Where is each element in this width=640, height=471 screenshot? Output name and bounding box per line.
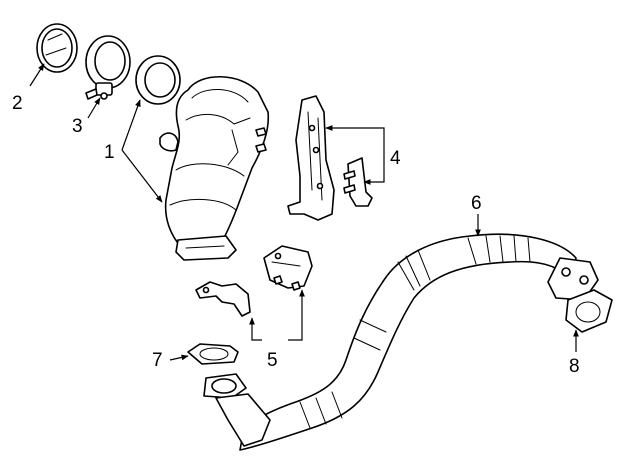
part-4-brackets [287,95,373,221]
callout-2: 2 [12,93,23,114]
part-3-clamp [85,35,131,100]
callout-5: 5 [267,350,278,371]
part-6-exhaust-pipe [203,233,599,451]
part-5-brackets [195,245,313,317]
callout-4: 4 [390,148,401,169]
callout-1: 1 [104,142,115,163]
part-8-gasket [565,289,613,333]
part-2-gasket-ring [36,23,78,73]
leader-lines [29,63,579,361]
part-1-seal-ring [135,55,181,105]
part-1-catalytic-converter [159,75,270,261]
part-7-gasket [187,343,239,365]
callout-8: 8 [569,356,580,377]
callout-7: 7 [152,350,163,371]
callout-3: 3 [72,116,83,137]
callout-6: 6 [471,193,482,214]
callout-labels: 2 3 1 4 5 6 7 8 [12,93,580,377]
